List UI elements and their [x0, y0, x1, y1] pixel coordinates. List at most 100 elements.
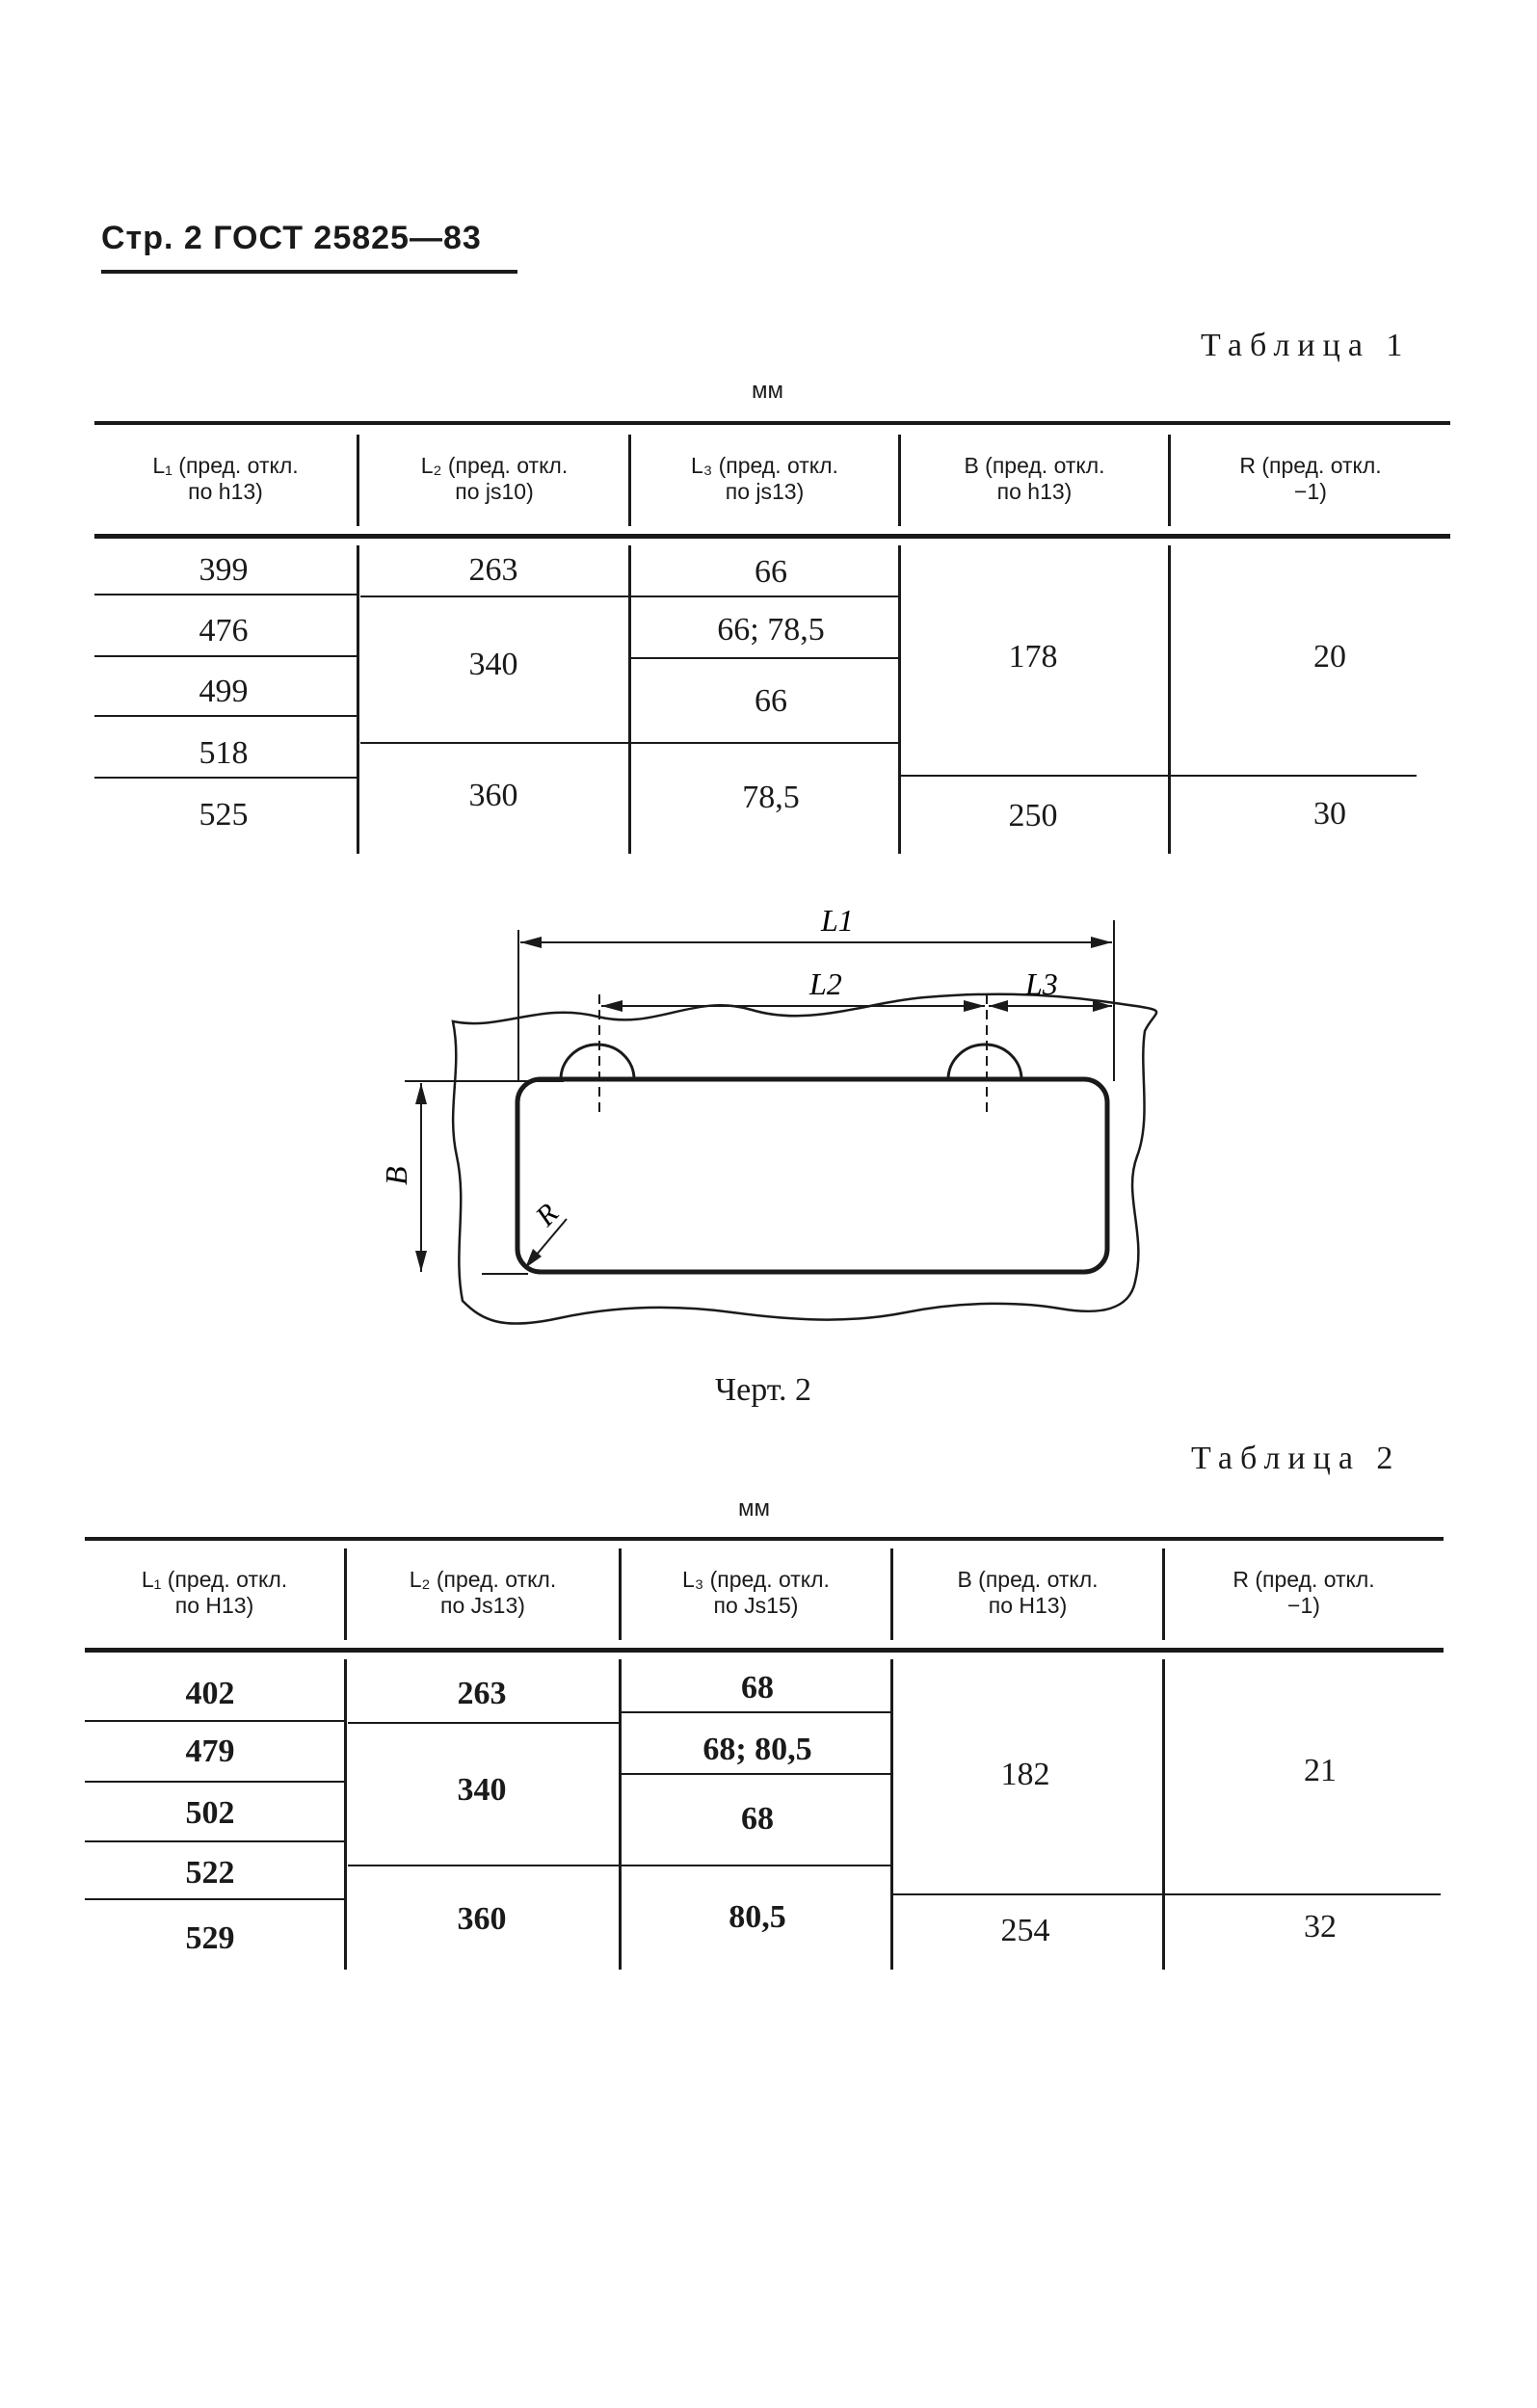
- table2-cell: 68; 80,5: [702, 1732, 812, 1767]
- table1-cell: 250: [1008, 798, 1058, 834]
- part-boundary: [451, 992, 1158, 1325]
- table2-cell: 479: [185, 1733, 235, 1769]
- table2-col-rule: [1162, 1548, 1165, 1640]
- table2-row-rule: [348, 1865, 619, 1866]
- table2-row-rule: [85, 1720, 344, 1722]
- table1-row-rule: [631, 742, 898, 744]
- table1-cell: 78,5: [742, 780, 800, 815]
- table2-cell: 522: [185, 1855, 235, 1891]
- table1-cell: 518: [199, 735, 249, 771]
- dim-label-b: B: [379, 1166, 413, 1185]
- table1-cell: 399: [199, 552, 249, 588]
- table1-cell: 499: [199, 674, 249, 709]
- table1-row-rule: [94, 777, 357, 779]
- table2-col-rule: [619, 1659, 622, 1970]
- table2-col-rule: [619, 1548, 622, 1640]
- table2-cell: 340: [457, 1772, 507, 1808]
- table1-cell: 66: [755, 683, 787, 719]
- table1-row-rule: [901, 775, 1168, 777]
- table2-units: мм: [738, 1495, 770, 1522]
- table2-cell: 502: [185, 1795, 235, 1831]
- table1-cell: 66; 78,5: [717, 612, 825, 648]
- table2-col-rule: [1162, 1659, 1165, 1970]
- dim-label-l3: L3: [1024, 966, 1058, 1001]
- table2-top-rule: [85, 1537, 1444, 1541]
- table2-caption: Таблица 2: [1191, 1441, 1401, 1476]
- table1-header-l1: L₁ (пред. откл. по h13): [152, 453, 299, 504]
- table2-header-rule: [85, 1648, 1444, 1653]
- table2-cell: 68: [741, 1801, 774, 1837]
- table2-col-rule: [344, 1659, 347, 1970]
- table1-units: мм: [752, 378, 783, 404]
- table2-cell: 68: [741, 1670, 774, 1706]
- table2-row-rule: [85, 1898, 344, 1900]
- table1-cell: 360: [468, 778, 518, 813]
- table2-row-rule: [1165, 1893, 1441, 1895]
- dim-label-l1: L1: [820, 903, 854, 938]
- table2-cell: 402: [185, 1676, 235, 1711]
- table2-row-rule: [85, 1781, 344, 1783]
- table2-cell: 263: [457, 1676, 507, 1711]
- table2-header-l3: L₃ (пред. откл. по Js15): [682, 1567, 830, 1618]
- table1-row-rule: [360, 742, 628, 744]
- table2-header-b: B (пред. откл. по H13): [957, 1567, 1099, 1618]
- table1-col-rule: [357, 545, 359, 854]
- table1-col-rule: [357, 435, 359, 526]
- slot-drawing: L1 L2 L3 B R: [379, 903, 1158, 1325]
- table1-cell: 263: [468, 552, 518, 588]
- table1-header-r: R (пред. откл. −1): [1239, 453, 1382, 504]
- table2-header-r: R (пред. откл. −1): [1232, 1567, 1375, 1618]
- table1-row-rule: [94, 655, 357, 657]
- table2-cell: 182: [1000, 1757, 1050, 1792]
- table2-row-rule: [893, 1893, 1162, 1895]
- table1-header-l2: L₂ (пред. откл. по js10): [420, 453, 569, 504]
- table1-row-rule: [360, 595, 628, 597]
- table1-row-rule: [631, 595, 898, 597]
- table2-cell: 80,5: [729, 1899, 786, 1935]
- table1-row-rule: [631, 657, 898, 659]
- table1-cell: 20: [1313, 639, 1346, 675]
- table2-cell: 529: [185, 1920, 235, 1956]
- table2-header-l1: L₁ (пред. откл. по H13): [141, 1567, 288, 1618]
- table1-cell: 30: [1313, 796, 1346, 832]
- table2-cell: 21: [1304, 1753, 1337, 1788]
- page-header: Стр. 2 ГОСТ 25825—83: [101, 220, 482, 256]
- table1-cell: 66: [755, 554, 787, 590]
- table2-cell: 360: [457, 1901, 507, 1937]
- header-underline: [101, 270, 517, 274]
- table1-col-rule: [1168, 435, 1171, 526]
- table1-header-rule: [94, 534, 1450, 539]
- table2-col-rule: [890, 1659, 893, 1970]
- table1-top-rule: [94, 421, 1450, 425]
- table1-header-b: B (пред. откл. по h13): [964, 453, 1105, 504]
- figure-caption: Черт. 2: [715, 1372, 812, 1408]
- table2-row-rule: [622, 1865, 890, 1866]
- table2-cell: 32: [1304, 1909, 1337, 1945]
- slot-outline: [515, 1076, 1110, 1275]
- table1-header-l3: L₃ (пред. откл. по js13): [691, 453, 838, 504]
- table2-header-l2: L₂ (пред. откл. по Js13): [409, 1567, 557, 1618]
- table2-col-rule: [890, 1548, 893, 1640]
- table1-row-rule: [94, 594, 357, 595]
- table2-row-rule: [622, 1773, 890, 1775]
- table2-cell: 254: [1000, 1913, 1050, 1948]
- table1-col-rule: [898, 545, 901, 854]
- table1-cell: 525: [199, 797, 249, 833]
- table1-row-rule: [94, 715, 357, 717]
- table1-col-rule: [628, 545, 631, 854]
- table2-row-rule: [622, 1711, 890, 1713]
- table1-col-rule: [1168, 545, 1171, 854]
- table2-row-rule: [85, 1840, 344, 1842]
- table1-col-rule: [898, 435, 901, 526]
- bump-right: [946, 1043, 1023, 1080]
- table1-col-rule: [628, 435, 631, 526]
- dim-label-l2: L2: [808, 966, 842, 1001]
- table2-row-rule: [348, 1722, 619, 1724]
- bump-left: [559, 1043, 636, 1080]
- table1-caption: Таблица 1: [1201, 328, 1411, 363]
- table1-cell: 178: [1008, 639, 1058, 675]
- table1-cell: 340: [468, 647, 518, 682]
- table2-col-rule: [344, 1548, 347, 1640]
- table1-row-rule: [1171, 775, 1417, 777]
- table1-cell: 476: [199, 613, 249, 648]
